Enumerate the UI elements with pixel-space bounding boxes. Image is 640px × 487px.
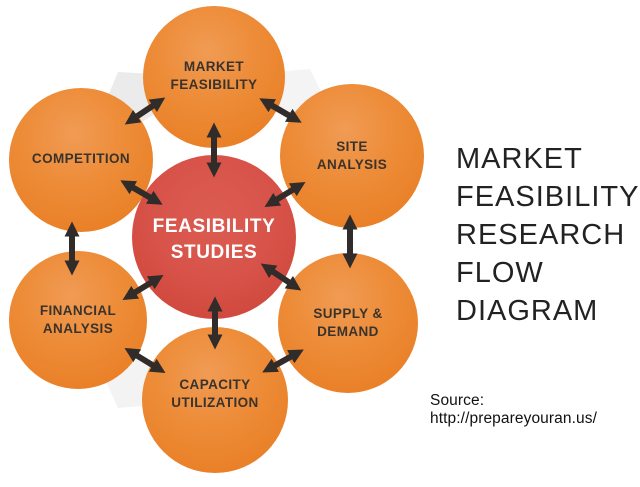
double-arrow-icon-financial-capacity: [124, 347, 166, 374]
capacity-utilization-circle: [142, 327, 288, 473]
financial-analysis-circle: [9, 251, 147, 389]
double-arrow-icon-competition-center: [120, 180, 163, 205]
double-arrow-icon-supply-center: [260, 263, 302, 291]
double-arrow-icon-market-site: [259, 98, 302, 123]
site-analysis-circle: [280, 84, 424, 228]
supply-demand-circle: [278, 253, 418, 393]
connector-arrows: [64, 97, 358, 374]
double-arrow-icon-supply-capacity: [262, 349, 304, 373]
feasibility-studies-circle: [132, 155, 296, 319]
page-title: MARKET FEASIBILITY RESEARCH FLOW DIAGRAM: [456, 143, 640, 327]
double-arrow-icon-competition-market: [124, 97, 166, 125]
competition-circle: [9, 88, 153, 232]
double-arrow-icon-financial-center: [122, 274, 164, 301]
double-arrow-icon-site-center: [264, 181, 306, 208]
source-attribution: Source: http://prepareyouran.us/: [430, 392, 597, 427]
feasibility-flow-diagram: [9, 6, 424, 473]
market-feasibility-circle: [143, 6, 285, 148]
